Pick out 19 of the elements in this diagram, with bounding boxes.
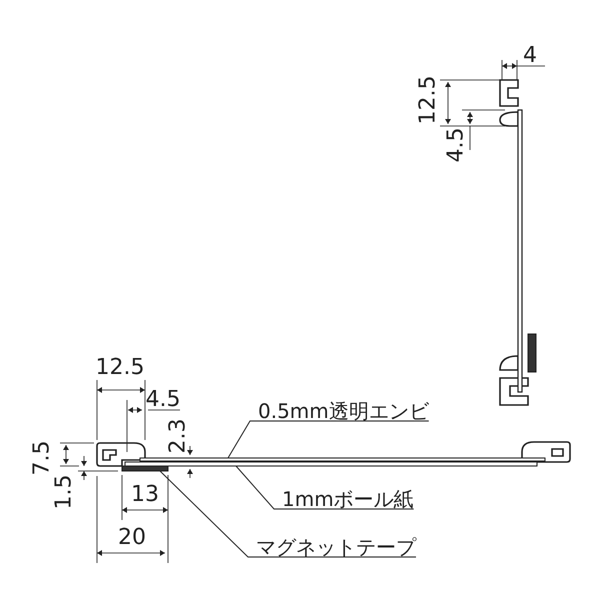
dimension-label: 4.5 — [445, 128, 467, 162]
dimension-label: 7.5 — [31, 440, 53, 476]
callout-label: マグネットテープ — [256, 537, 416, 557]
dimension-label: 12.5 — [96, 357, 144, 379]
dimension-label: 13 — [131, 484, 159, 506]
callout-label: 1mmボール紙 — [282, 489, 414, 509]
dimension-label: 4.5 — [146, 389, 180, 411]
leader-line — [236, 466, 414, 510]
dimension-label: 4 — [523, 45, 537, 67]
leader-line — [160, 470, 416, 558]
dimension-label: 2.3 — [167, 418, 189, 454]
dimension-label: 1.5 — [53, 474, 75, 510]
dimension-label: 20 — [118, 527, 146, 549]
callout-label: 0.5mm透明エンビ — [258, 401, 429, 421]
magnet-tape — [122, 466, 168, 472]
clear-sheet — [140, 458, 546, 462]
leader-line — [228, 420, 430, 458]
cardboard-sheet — [124, 462, 538, 466]
dimension-label: 12.5 — [417, 76, 439, 124]
